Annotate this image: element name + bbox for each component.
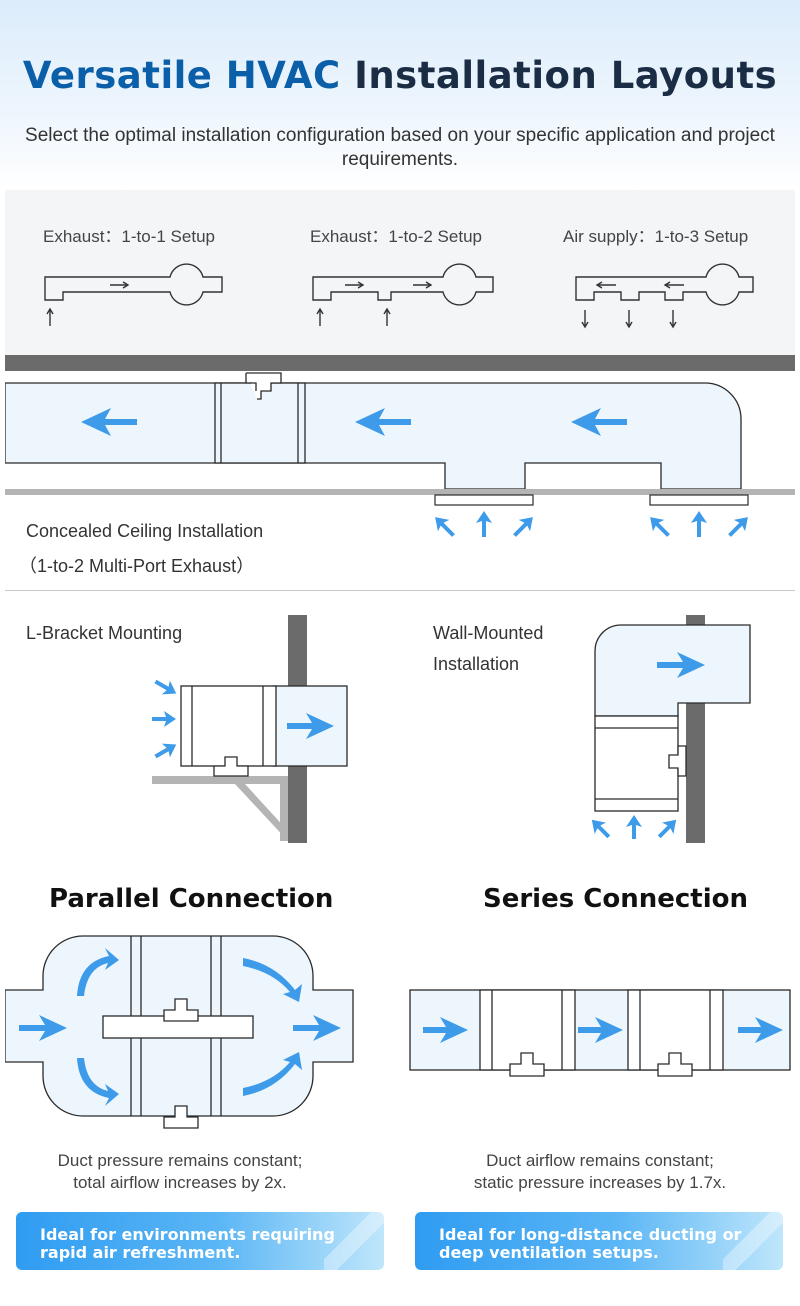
wall-flow-arrows [591, 652, 705, 839]
ceiling-diagram-svg [5, 355, 795, 537]
ceiling-slab [5, 355, 795, 371]
exhaust-grille-2 [649, 494, 749, 506]
header: Versatile HVAC Installation Layouts Sele… [0, 0, 800, 190]
series-fan-mount-2 [657, 1052, 693, 1077]
setup-diagrams-panel: Exhaust：1-to-1 Setup Exhaust：1-to-2 Setu… [5, 190, 795, 355]
fan-mount-bracket [245, 372, 282, 400]
title-accent: Versatile HVAC [22, 54, 341, 97]
series-banner: Ideal for long-distance ducting or deep … [415, 1212, 783, 1270]
ceiling-caption-line2: （1-to-2 Multi-Port Exhaust） [19, 556, 255, 576]
bracket-fan-foot [213, 756, 249, 777]
wall-mounted-label-line1: Wall-Mounted [433, 623, 544, 643]
parallel-title: Parallel Connection [49, 884, 334, 914]
setup-1to2-duct [312, 263, 494, 326]
intake-arrows [435, 511, 748, 537]
setup-label-1to2: Exhaust：1-to-2 Setup [310, 227, 482, 246]
ceiling-line [5, 489, 795, 495]
setup-1to3-duct [575, 263, 754, 329]
series-banner-text: Ideal for long-distance ducting or deep … [439, 1225, 742, 1262]
ceiling-duct [5, 382, 742, 490]
banner-decoration [723, 1212, 783, 1270]
parallel-note-line1: Duct pressure remains constant; [57, 1151, 303, 1170]
series-title: Series Connection [483, 884, 748, 914]
parallel-banner-text: Ideal for environments requiring rapid a… [40, 1225, 335, 1262]
mounting-diagram-svg [152, 615, 751, 843]
bracket-flow-arrows [152, 679, 334, 759]
parallel-fan-mount-1 [163, 998, 199, 1022]
series-note-line2: static pressure increases by 1.7x. [473, 1173, 727, 1192]
setup-1to1-duct [44, 263, 223, 326]
banner-decoration [324, 1212, 384, 1270]
wall-fan-body [594, 715, 679, 812]
exhaust-grille-1 [434, 494, 534, 506]
ceiling-caption-line1: Concealed Ceiling Installation [26, 521, 264, 541]
parallel-diagram [5, 935, 354, 1129]
series-note-line1: Duct airflow remains constant; [486, 1151, 714, 1170]
wall-duct-elbow [594, 624, 751, 717]
series-flow-arrows [423, 1017, 783, 1043]
page-title: Versatile HVAC Installation Layouts [0, 54, 800, 97]
parallel-note-line2: total airflow increases by 2x. [73, 1173, 287, 1192]
wall-fan-mount [668, 745, 687, 777]
parallel-fan-mount-2 [163, 1105, 199, 1129]
setup-label-1to1: Exhaust：1-to-1 Setup [43, 227, 215, 246]
ceiling-installation-panel: Concealed Ceiling Installation （1-to-2 M… [5, 355, 795, 590]
title-rest: Installation Layouts [354, 54, 778, 97]
mounting-panel: L-Bracket Mounting Wall-Mounted Installa… [5, 590, 795, 867]
connections-diagram-svg [5, 935, 791, 1129]
connections-panel: Parallel Connection Series Connection [5, 866, 795, 1298]
series-fan-mount-1 [509, 1052, 545, 1077]
parallel-flow-arrows [19, 948, 341, 1106]
l-bracket-label: L-Bracket Mounting [26, 623, 183, 643]
page-subtitle: Select the optimal installation configur… [25, 125, 775, 170]
l-bracket [152, 776, 288, 841]
wall-mounted-label-line2: Installation [433, 654, 520, 674]
series-diagram [409, 989, 791, 1077]
bracket-fan-body [180, 685, 277, 767]
parallel-banner: Ideal for environments requiring rapid a… [16, 1212, 384, 1270]
setup-diagrams-svg [44, 263, 754, 329]
setup-label-1to3: Air supply：1-to-3 Setup [563, 227, 749, 246]
